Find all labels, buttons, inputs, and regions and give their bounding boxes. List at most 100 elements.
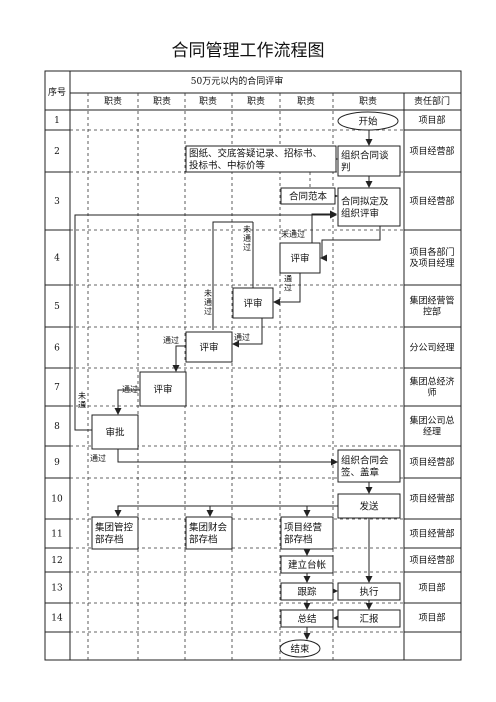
node-label: 集团管控部存档: [95, 521, 134, 545]
row-number: 8: [54, 422, 60, 432]
node-shape: [280, 609, 334, 628]
duty-header: 职责: [247, 95, 265, 107]
node-shape: [337, 449, 401, 483]
row-number: 13: [51, 584, 63, 594]
duty-header: 职责: [199, 95, 217, 107]
node-shape: [139, 371, 187, 407]
row-dept: 项目部: [418, 612, 445, 624]
node-shape: [280, 555, 334, 574]
row-dept: 分公司经理: [409, 342, 454, 354]
label-pass6: 通过: [163, 335, 179, 345]
row-dept: 项目各部门及项目经理: [409, 246, 454, 269]
row-number: 5: [54, 302, 60, 312]
row-number: 11: [51, 530, 62, 540]
approve-node: 审批: [91, 414, 139, 450]
row-dept: 项目经营部: [409, 528, 454, 540]
archive-control-node: 集团管控部存档: [91, 516, 139, 550]
archive-finance-node: 集团财会部存档: [185, 516, 233, 550]
group-header: 50万元以内的合同评审: [191, 75, 283, 87]
node-label: 发送: [359, 500, 379, 512]
row-number: 12: [51, 556, 62, 566]
node-shape: [280, 582, 334, 601]
node-shape: [91, 516, 139, 550]
row-number: 14: [51, 614, 63, 624]
ledger-node: 建立台帐: [280, 555, 334, 574]
send-node: 发送: [337, 493, 401, 519]
edge-approve-pass: [117, 449, 338, 466]
row-number: 6: [54, 344, 60, 354]
table-frame: [44, 70, 462, 661]
row-dept: 集团总经济师: [409, 376, 454, 399]
node-label: 集团财会部存档: [189, 521, 228, 545]
edge-review5-pass: [232, 318, 263, 348]
report-node: 汇报: [337, 609, 401, 628]
row-dept: 项目经营部: [409, 554, 454, 566]
review-node-5: 评审: [232, 287, 274, 319]
seq-header: 序号: [48, 86, 66, 98]
table-rows: 1 项目部 2 项目经营部 3 项目经营部 4 项目各部门及项目经理 5 集团经营管控部 6 分公司经…: [51, 114, 454, 624]
row-number: 7: [54, 383, 60, 393]
label-pass-v: 通过: [284, 273, 292, 292]
node-shape: [232, 287, 274, 319]
node-label: 图纸、交底答疑记录、招标书、投标书、中标价等: [189, 147, 322, 171]
node-shape: [91, 414, 139, 450]
row-number: 1: [54, 116, 60, 126]
node-label: 评审: [199, 341, 218, 353]
edge-labels: 未通过未通过通过未通过通过通过通过未通通过: [78, 224, 305, 463]
start-node: 开始: [337, 111, 399, 131]
node-shape: [185, 145, 337, 173]
node-label: 执行: [359, 586, 379, 598]
edge-approve-fail: [74, 211, 337, 431]
node-label: 汇报: [359, 613, 379, 625]
label-pass7: 通过: [122, 384, 138, 394]
row-dept: 项目部: [418, 582, 445, 594]
label-pass5: 通过: [234, 332, 250, 342]
node-shape: [337, 187, 401, 227]
review-node-6: 评审: [185, 331, 233, 363]
page-title: 合同管理工作流程图: [171, 41, 325, 61]
draft-node: 合同拟定及组织评审: [337, 187, 401, 227]
node-label: 结束: [290, 643, 310, 655]
track-node: 跟踪: [280, 582, 334, 601]
edge-draft-review4: [321, 226, 381, 258]
row-number: 4: [54, 254, 60, 264]
edge-send-control: [114, 505, 338, 517]
row-dept: 集团经营管控部: [409, 295, 454, 318]
row-number: 3: [54, 197, 60, 207]
edge-review4-fail: [311, 210, 337, 243]
row-number: 10: [51, 495, 63, 505]
docs-node: 图纸、交底答疑记录、招标书、投标书、中标价等: [185, 145, 337, 173]
row-dept: 项目部: [418, 114, 445, 126]
node-shape: [337, 609, 401, 628]
node-label: 跟踪: [297, 586, 317, 598]
edge-review6-pass: [172, 345, 186, 372]
duty-header: 职责: [153, 95, 171, 107]
node-shape: [185, 331, 233, 363]
node-label: 评审: [290, 252, 309, 264]
edge-review6-fail: [212, 221, 253, 330]
row-number: 2: [54, 147, 60, 157]
edge-review7-pass: [114, 389, 140, 415]
column-dividers: [70, 93, 404, 660]
node-label: 项目经营部存档: [284, 521, 322, 545]
table-header: 序号50万元以内的合同评审职责职责职责职责职责职责责任部门: [48, 75, 450, 107]
end-node: 结束: [279, 639, 321, 658]
node-shape: [279, 242, 321, 274]
duty-header: 职责: [359, 95, 377, 107]
node-shape: [337, 111, 399, 131]
row-dept: 项目经营部: [409, 493, 454, 505]
node-shape: [337, 493, 401, 519]
node-shape: [185, 516, 233, 550]
row-number: 9: [54, 458, 60, 468]
node-shape: [280, 516, 334, 550]
node-label: 总结: [297, 613, 316, 625]
label-fail-v1: 未通过: [243, 224, 251, 252]
row-dept: 项目经营部: [409, 456, 454, 468]
node-label: 组织合同会签、盖章: [341, 454, 389, 478]
sign-node: 组织合同会签、盖章: [337, 449, 401, 483]
negotiate-node: 组织合同谈判: [337, 145, 401, 177]
archive-project-node: 项目经营部存档: [280, 516, 334, 550]
label-fail-v2: 未通过: [204, 288, 212, 316]
edge-review4-pass: [273, 273, 301, 306]
